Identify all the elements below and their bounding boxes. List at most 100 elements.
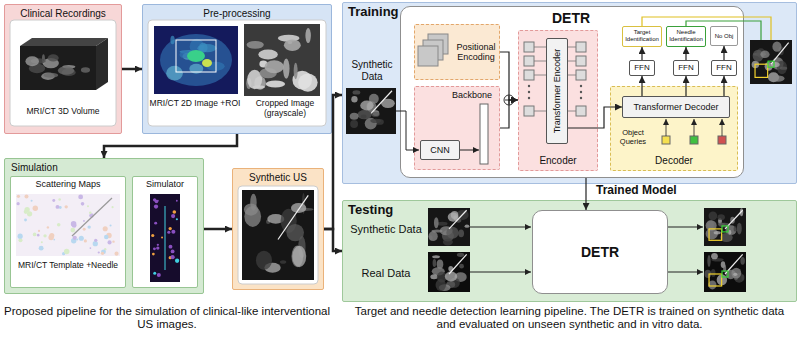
decor-line xyxy=(568,111,576,112)
illustration-part xyxy=(576,56,586,66)
decor-arrow xyxy=(470,272,531,273)
node-heading: FFN xyxy=(674,63,698,72)
illustration-part xyxy=(668,272,703,273)
simulator-image xyxy=(150,194,180,282)
illustration-part xyxy=(534,111,546,112)
illustration-part xyxy=(187,50,205,62)
illustration-part xyxy=(433,259,437,267)
illustration-part xyxy=(772,42,781,52)
text-holder: Transformer Encoder xyxy=(547,39,567,143)
illustration-part xyxy=(662,136,670,144)
illustration-part xyxy=(148,20,326,126)
node-heading: Positional Encoding xyxy=(453,42,499,63)
illustration-part xyxy=(72,198,112,236)
node-text: MRI/CT 3D Volume xyxy=(13,107,113,117)
text-holder: MRI/CT Template +Needle xyxy=(15,261,121,271)
illustration-part xyxy=(642,17,771,40)
illustration-part xyxy=(157,244,159,246)
illustration-part xyxy=(707,255,710,267)
illustration-part xyxy=(534,61,546,62)
text-holder: Synthetic US xyxy=(233,172,323,184)
decor-arrow xyxy=(722,119,723,136)
node-heading: Needle Identification xyxy=(667,29,705,43)
illustration-part xyxy=(171,249,175,253)
illustration-part xyxy=(353,90,361,94)
illustration-part xyxy=(48,235,53,240)
decor-arrow xyxy=(460,150,479,151)
ultrasound-image xyxy=(428,252,470,292)
node-heading: Backbone xyxy=(445,90,499,100)
illustration-part xyxy=(167,231,170,234)
illustration-part xyxy=(568,61,576,62)
illustration-part xyxy=(760,51,769,58)
illustration-part xyxy=(465,225,470,228)
illustration-part xyxy=(18,234,23,239)
illustration-part xyxy=(436,279,446,291)
illustration-part xyxy=(428,231,437,241)
image-panel xyxy=(238,186,318,284)
illustration-part xyxy=(107,240,111,244)
illustration-part xyxy=(20,38,108,46)
illustration-part xyxy=(418,46,438,66)
illustration-part xyxy=(524,70,534,80)
illustration-part xyxy=(154,26,238,94)
illustration-part xyxy=(445,272,457,282)
illustration-part xyxy=(242,190,314,280)
illustration-part xyxy=(686,21,761,40)
illustration-part xyxy=(371,91,392,114)
decor-line xyxy=(642,17,771,40)
illustration-part xyxy=(81,67,90,72)
illustration-part xyxy=(283,59,290,79)
illustration-part xyxy=(87,205,89,207)
text-holder: DETR xyxy=(533,244,667,260)
illustration-part xyxy=(449,210,467,229)
cropped-image xyxy=(244,24,320,96)
illustration-part xyxy=(258,49,278,59)
illustration-part xyxy=(94,239,97,242)
illustration-part xyxy=(244,206,261,227)
illustration-part xyxy=(278,195,308,239)
illustration-part xyxy=(238,186,318,284)
illustration-part xyxy=(264,60,284,73)
text-holder: MRI/CT 3D Volume xyxy=(13,107,113,117)
illustration-part xyxy=(768,61,774,67)
node-heading: Encoder xyxy=(519,155,597,167)
node-heading: Scattering Maps xyxy=(11,179,125,189)
illustration-part xyxy=(176,40,216,72)
illustration-part xyxy=(83,228,86,231)
illustration-part xyxy=(19,238,23,242)
connector xyxy=(585,178,586,210)
text-holder: Backbone xyxy=(445,90,499,100)
illustration-part xyxy=(449,254,467,274)
decor-arrow xyxy=(694,119,695,136)
edge-label: Trained Model xyxy=(594,184,679,198)
decor-arrow xyxy=(470,227,531,228)
node-heading: DETR xyxy=(531,10,611,26)
ultrasound-image xyxy=(242,190,314,280)
illustration-part xyxy=(580,97,582,99)
decor-line xyxy=(568,75,576,76)
illustration-part xyxy=(166,66,183,81)
connector xyxy=(568,107,622,128)
connector xyxy=(723,76,724,96)
illustration-part xyxy=(534,75,546,76)
illustration-part xyxy=(152,253,155,256)
illustration-part xyxy=(534,47,546,48)
illustration-part xyxy=(443,239,453,246)
node-text: Real Data xyxy=(347,267,425,280)
connector xyxy=(685,47,686,60)
connector xyxy=(324,229,342,251)
illustration-part xyxy=(694,119,695,136)
illustration-part xyxy=(31,200,33,202)
layer-box: Transformer Encoder xyxy=(546,38,568,144)
illustration-part xyxy=(709,211,718,220)
illustration-part xyxy=(733,273,737,276)
illustration-part xyxy=(780,67,787,70)
illustration-part xyxy=(173,210,177,214)
decor-line xyxy=(568,47,576,48)
encoding-stack xyxy=(418,34,448,66)
illustration-part xyxy=(57,223,61,227)
text-holder: Testing xyxy=(348,203,448,218)
illustration-part xyxy=(432,230,443,233)
node-text: Synthetic Data xyxy=(347,223,425,236)
